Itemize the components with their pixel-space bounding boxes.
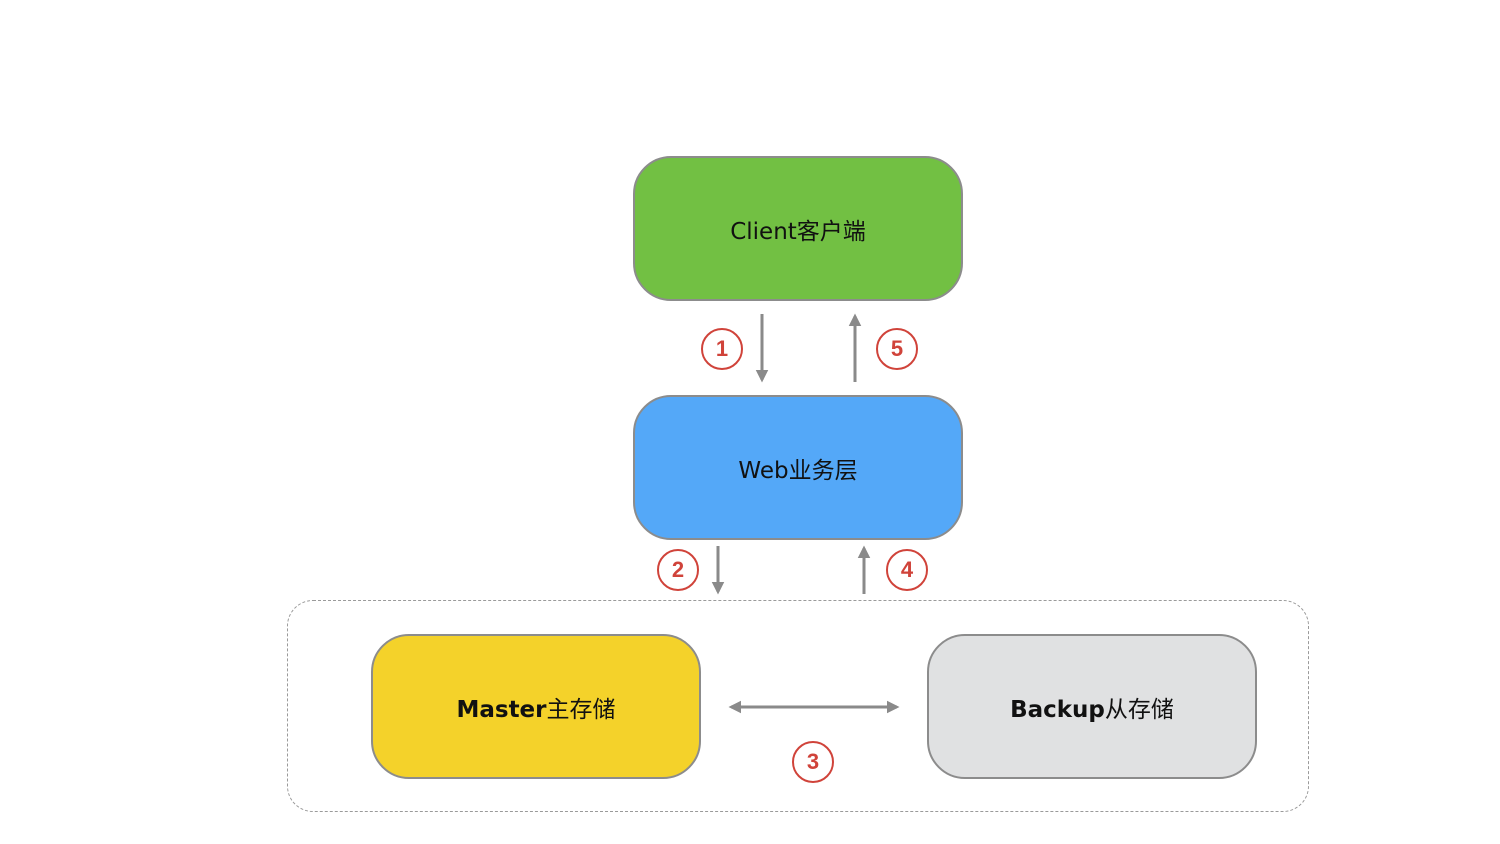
client-node-label: Client客户端 [730, 218, 866, 245]
backup-storage-label: Backup从存储 [1010, 690, 1174, 724]
step-marker-2-label: 2 [671, 557, 685, 582]
web-layer-node: Web业务层 [633, 395, 963, 540]
backup-storage-label-bold: Backup [1010, 696, 1105, 723]
step-marker-1-label: 1 [715, 336, 729, 361]
step-marker-3-label: 3 [806, 749, 820, 774]
master-storage-label-rest: 主存储 [546, 696, 616, 723]
step-marker-5-label: 5 [890, 336, 904, 361]
master-storage-label: Master主存储 [456, 690, 615, 724]
backup-storage-node: Backup从存储 [927, 634, 1257, 779]
client-node: Client客户端 [633, 156, 963, 301]
step-marker-3: 3 [792, 741, 834, 783]
backup-storage-label-rest: 从存储 [1104, 696, 1174, 723]
step-marker-2: 2 [657, 549, 699, 591]
step-marker-4-label: 4 [900, 557, 914, 582]
storage-group-boundary [287, 600, 1309, 812]
step-marker-4: 4 [886, 549, 928, 591]
step-marker-5: 5 [876, 328, 918, 370]
master-storage-label-bold: Master [456, 696, 547, 723]
master-storage-node: Master主存储 [371, 634, 701, 779]
web-layer-node-label: Web业务层 [738, 457, 858, 484]
step-marker-1: 1 [701, 328, 743, 370]
